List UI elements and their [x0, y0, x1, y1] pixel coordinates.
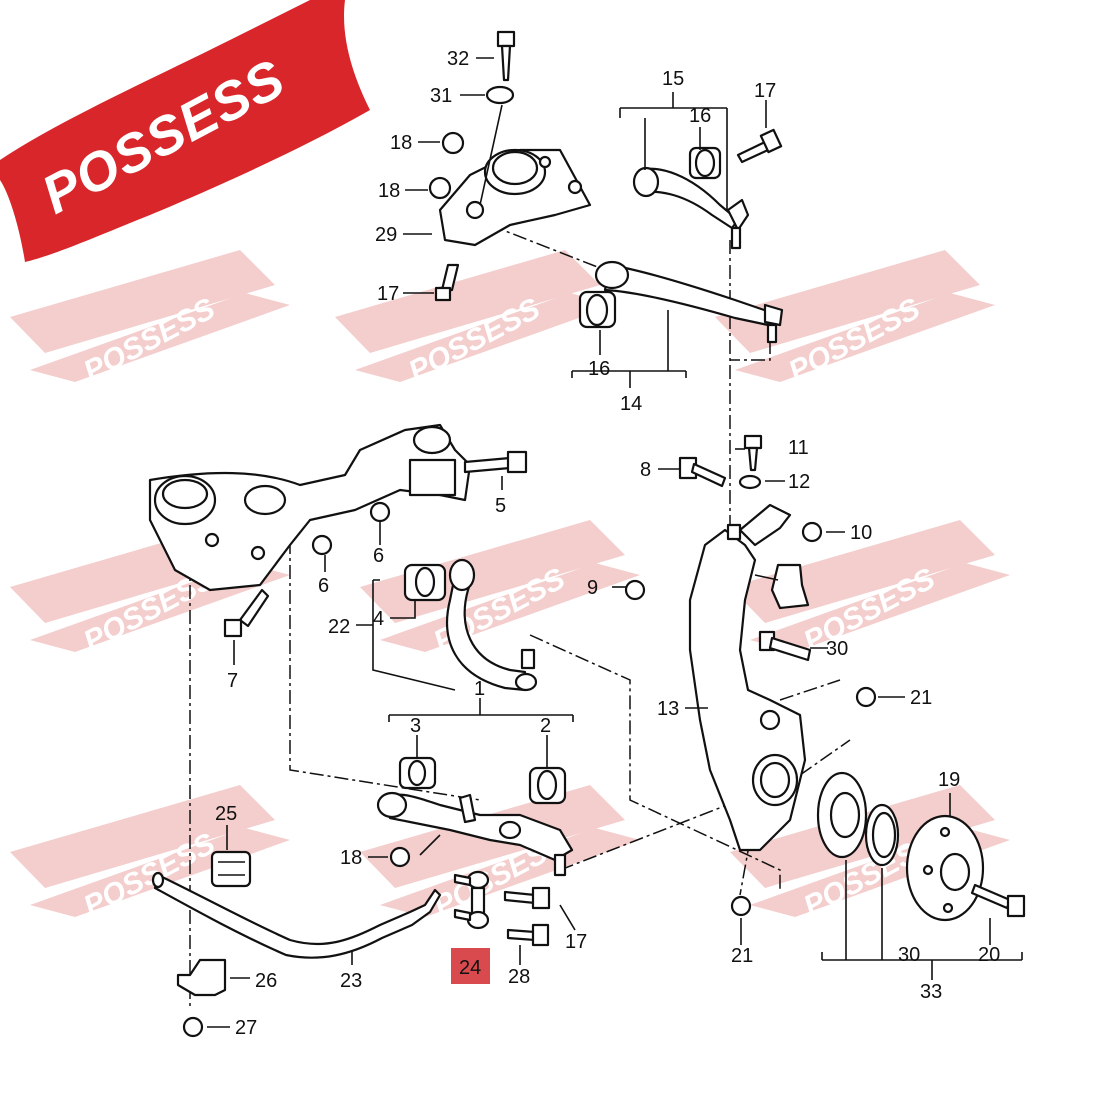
- callout-12: 12: [788, 471, 810, 493]
- callout-17: 17: [377, 283, 399, 305]
- brand-banner: POSSESS: [0, 0, 370, 262]
- callout-18: 18: [340, 847, 362, 869]
- nut-18-low: [389, 846, 411, 868]
- bolt-17-upper: [736, 128, 783, 164]
- callout-18: 18: [390, 132, 412, 154]
- callout-10: 10: [850, 522, 872, 544]
- callout-17: 17: [565, 931, 587, 953]
- bushing-25: [210, 850, 252, 888]
- bolt-11: [743, 434, 763, 472]
- nut-6-a: [369, 501, 391, 523]
- callout-16: 16: [588, 358, 610, 380]
- watermark-1: POSSESS: [10, 250, 290, 388]
- callout-20: 20: [978, 944, 1000, 966]
- nut-6-b: [311, 534, 333, 556]
- nut-21-upper: [855, 686, 877, 708]
- callout-18: 18: [378, 180, 400, 202]
- callout-7: 7: [227, 670, 238, 692]
- washer-31: [485, 85, 515, 105]
- bushing-2: [528, 766, 567, 805]
- sensor-housing: [754, 563, 810, 610]
- callout-21: 21: [731, 945, 753, 967]
- callout-16: 16: [689, 105, 711, 127]
- wheel-hub-19: [905, 814, 985, 922]
- brand-banner-flag: [0, 0, 370, 262]
- callout-32: 32: [447, 48, 469, 70]
- steering-knuckle-13: [688, 503, 807, 852]
- assembly-guide-lines: [189, 224, 851, 1010]
- bolt-17-mount: [434, 263, 460, 302]
- callout-31: 31: [430, 85, 452, 107]
- callout-22: 22: [328, 616, 350, 638]
- bolt-17-link: [503, 886, 551, 910]
- lower-arm-1: [376, 791, 574, 877]
- upper-arm-14: [594, 260, 784, 344]
- callout-1: 1: [474, 678, 485, 700]
- callout-30: 30: [826, 638, 848, 660]
- callout-28: 28: [508, 966, 530, 988]
- bushing-16-lower: [578, 290, 617, 329]
- subframe: [148, 423, 472, 592]
- hub-bolt-20: [970, 883, 1026, 918]
- bolt-28: [506, 923, 550, 947]
- lower-arm-22: [446, 558, 538, 692]
- callout-24-highlighted: 24: [459, 957, 481, 979]
- nut-21-lower: [730, 895, 752, 917]
- callout-3: 3: [410, 715, 421, 737]
- callout-4: 4: [373, 608, 384, 630]
- callout-15: 15: [662, 68, 684, 90]
- bolt-8: [678, 456, 727, 488]
- bolt-7: [223, 588, 270, 638]
- washer-12: [738, 474, 762, 490]
- callout-labels: 32 31 18 18 29 17 15 16 17 16 14 5 6 6 7…: [215, 48, 1000, 1039]
- callout-14: 14: [620, 393, 642, 415]
- callout-21: 21: [910, 687, 932, 709]
- callout-30: 30: [898, 944, 920, 966]
- nut-27: [182, 1016, 204, 1038]
- callout-25: 25: [215, 803, 237, 825]
- nut-18-mid: [428, 176, 452, 200]
- mount-bolt-32: [496, 30, 516, 82]
- highlight-box-24: [451, 948, 490, 984]
- bolt-30-knuckle: [758, 630, 812, 662]
- callout-6: 6: [318, 575, 329, 597]
- wheel-bearing-flange: [816, 771, 868, 859]
- callout-13: 13: [657, 698, 679, 720]
- callout-9: 9: [587, 577, 598, 599]
- leader-lines: [207, 57, 1023, 1028]
- watermark-2: POSSESS: [335, 250, 615, 388]
- bolt-5: [463, 450, 528, 474]
- callout-33: 33: [920, 981, 942, 1003]
- stabilizer-link-24: [453, 870, 490, 930]
- bushing-4: [403, 563, 447, 602]
- callout-27: 27: [235, 1017, 257, 1039]
- callout-29: 29: [375, 224, 397, 246]
- callout-17: 17: [754, 80, 776, 102]
- stabilizer-bar-23: [151, 871, 442, 959]
- bushing-16-upper: [688, 146, 722, 180]
- nut-10: [801, 521, 823, 543]
- callout-23: 23: [340, 970, 362, 992]
- callout-11: 11: [788, 437, 809, 459]
- callout-6: 6: [373, 545, 384, 567]
- seal-ring-30: [864, 803, 900, 867]
- clamp-26: [176, 958, 227, 997]
- callout-26: 26: [255, 970, 277, 992]
- bushing-3: [398, 756, 437, 790]
- callout-19: 19: [938, 769, 960, 791]
- callout-5: 5: [495, 495, 506, 517]
- strut-top-mount: [438, 148, 592, 247]
- nut-18-top: [441, 131, 465, 155]
- upper-arm-15: [632, 166, 750, 250]
- callout-8: 8: [640, 459, 651, 481]
- callout-2: 2: [540, 715, 551, 737]
- nut-9: [624, 579, 646, 601]
